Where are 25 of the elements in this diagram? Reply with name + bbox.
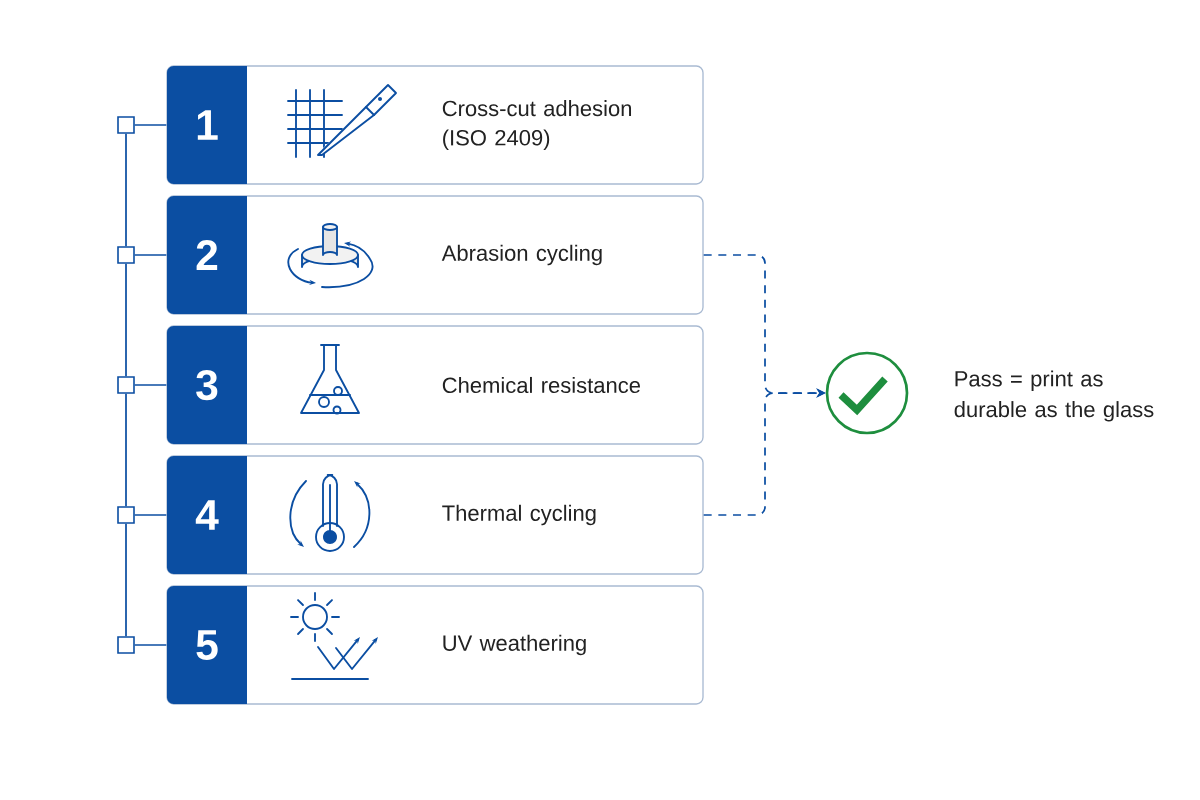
step-label: UV weathering [443,634,586,656]
step-number: 1 [197,110,218,140]
connector-square [117,116,135,134]
connector-square [117,506,135,524]
connector-line [125,392,127,508]
connector-square [117,376,135,394]
step-number: 4 [195,500,219,530]
step-label: Chemical resistance [442,376,640,394]
connector-line [133,384,168,386]
connector-line [133,254,168,256]
connector-square [117,636,135,654]
step-number: 3 [196,369,218,401]
step-label: Abrasion cycling [441,244,602,266]
connector-line [133,644,168,646]
step-label: Cross-cut adhesion (ISO 2409) [442,100,631,150]
connector-line [133,124,168,126]
result-note: Pass = print as durable as the glass [954,370,1154,422]
connector-square [117,246,135,264]
step-number: 5 [196,630,218,660]
connector-line [133,514,168,516]
connector-line [125,262,127,378]
connector-line [125,132,127,248]
step-label: Thermal cycling [442,504,596,526]
step-number: 2 [196,240,218,270]
connector-line [125,522,127,638]
